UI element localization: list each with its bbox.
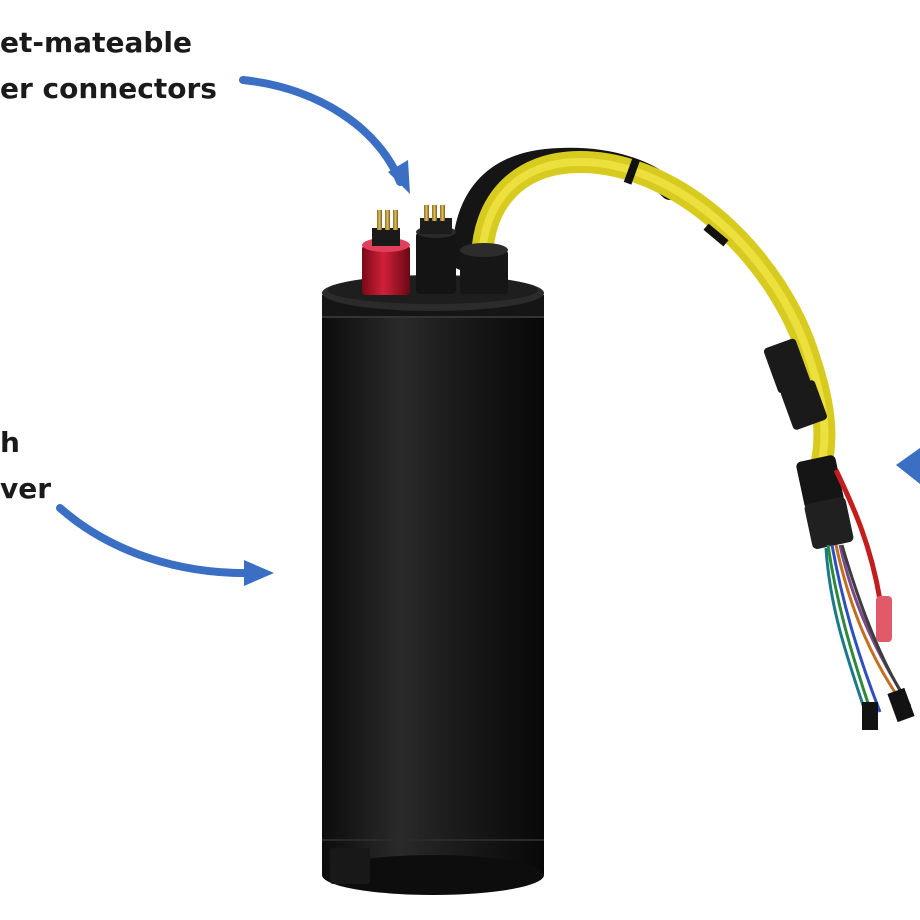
arrow-right	[896, 448, 920, 484]
top-cable-gland	[460, 243, 508, 294]
red-wire	[833, 468, 887, 631]
connectors-annotation-line1: et-mateable	[0, 26, 192, 59]
red-wire-terminal	[876, 596, 892, 642]
connectors-annotation: et-mateable er connectors	[0, 20, 217, 112]
housing	[322, 275, 544, 895]
arrow-left	[56, 504, 274, 586]
cable-sleeve-1	[763, 338, 811, 394]
wet-mateable-connector	[416, 205, 456, 294]
wire-terminal-1	[862, 702, 878, 730]
wire-bundle	[824, 544, 912, 721]
arrow-top	[239, 76, 410, 194]
cable-gland	[796, 455, 854, 549]
red-dummy-plug	[362, 210, 410, 295]
cable-sleeve-2	[781, 380, 827, 430]
housing-annotation-line2: ver	[0, 472, 52, 505]
connectors-annotation-line2: er connectors	[0, 72, 217, 105]
wire-terminal-2	[887, 687, 915, 723]
housing-annotation-line1: h	[0, 426, 20, 459]
housing-annotation: h ver	[0, 420, 51, 512]
